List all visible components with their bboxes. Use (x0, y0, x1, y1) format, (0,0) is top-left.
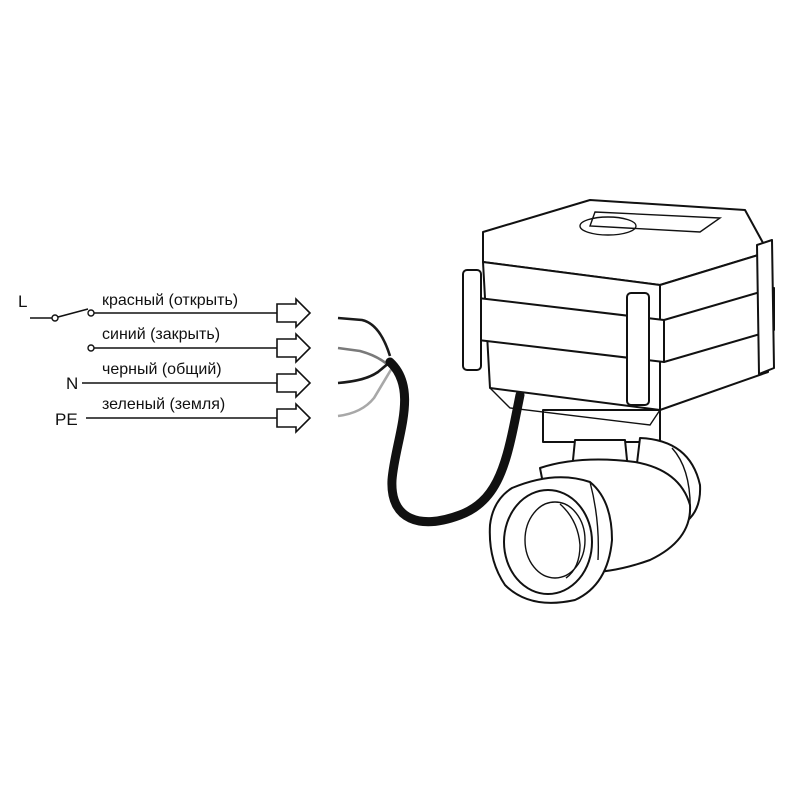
valve-left-bore-inner (524, 501, 586, 579)
wire-black-arrow (276, 367, 312, 399)
switch-contact-left (51, 314, 59, 322)
actuator-bottom-edge (489, 387, 661, 426)
terminal-pe-label: PE (55, 410, 78, 429)
valve-hex-edge (589, 481, 599, 561)
wire-blue-label: синий (закрыть) (102, 326, 220, 343)
right-clip (756, 239, 775, 375)
power-cable (385, 357, 525, 527)
valve-left-bore-rim (503, 489, 593, 595)
wire-green-label: зеленый (земля) (102, 396, 225, 413)
wiring-scheme: L N PE красный (открыть) синий (закрыть)… (18, 292, 312, 434)
cable-leads (337, 316, 394, 418)
valve-bore-thread (559, 503, 581, 579)
actuator-lid-recess (589, 211, 723, 233)
lead-blue (337, 346, 389, 366)
terminal-n-label: N (66, 374, 78, 393)
wire-red-label: красный (открыть) (102, 292, 238, 309)
lead-green (337, 367, 394, 418)
front-clip (626, 292, 650, 406)
lead-black (337, 361, 391, 385)
manual-override-cap (579, 216, 637, 236)
ball-valve-body (488, 409, 702, 604)
switch-contact-open (87, 309, 95, 317)
left-clip (462, 269, 482, 371)
switch-contact-close (87, 344, 95, 352)
lead-red (337, 316, 392, 357)
wire-blue-arrow (276, 332, 312, 364)
wire-red-arrow (276, 297, 312, 329)
terminal-l-label: L (18, 292, 27, 311)
wire-green-arrow (276, 402, 312, 434)
switch-lever (57, 308, 89, 318)
wire-black-label: черный (общий) (102, 361, 222, 378)
actuator-housing (462, 199, 775, 426)
